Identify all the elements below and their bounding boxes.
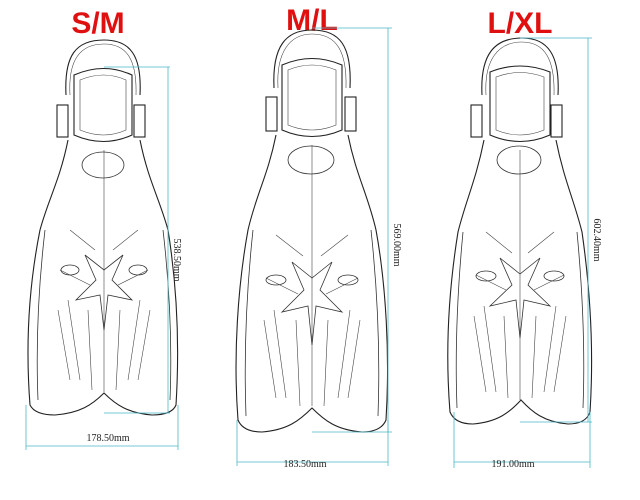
width-label-sm: 178.50mm [86,433,129,444]
fin-lxl-drawing [447,37,593,425]
fin-sm: S/M [25,7,182,450]
fin-sm-drawing [27,39,179,416]
size-label-sm: S/M [71,7,124,40]
fin-lxl: L/XL 602.40mm [447,7,602,470]
dimension-lines-ml [236,27,392,466]
size-label-lxl: L/XL [488,7,553,40]
width-label-lxl: 191.00mm [491,459,534,470]
fin-ml-drawing [235,29,389,433]
length-label-lxl: 602.40mm [591,218,602,261]
length-label-sm: 538.50mm [171,238,182,281]
size-label-ml: M/L [286,4,338,37]
dimension-lines-sm [25,66,179,450]
width-label-ml: 183.50mm [283,459,326,470]
length-label-ml: 569.00mm [391,223,402,266]
dimension-lines-lxl [453,37,592,468]
fin-ml: M/L 569.00mm [235,4,402,470]
